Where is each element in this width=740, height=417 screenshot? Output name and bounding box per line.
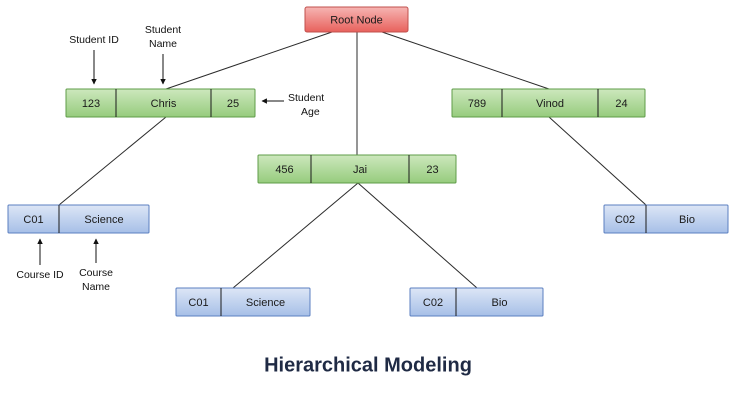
annotation-student-name: Student Name: [145, 24, 181, 85]
annotation-student-age-line1: Student: [288, 92, 324, 104]
edge-vinod-to-course-bio: [548, 116, 647, 206]
course-node-jai-bio-box[interactable]: [409, 287, 544, 317]
student-node-jai[interactable]: 456 Jai 23: [257, 154, 457, 184]
annotation-student-id-label: Student ID: [69, 34, 119, 46]
student-chris-age: 25: [227, 98, 239, 110]
student-vinod-age: 24: [615, 98, 627, 110]
annotation-student-name-line1: Student: [145, 24, 181, 36]
annotation-course-id: Course ID: [16, 238, 64, 281]
course-node-chris-science[interactable]: C01 Science: [7, 204, 150, 234]
annotation-student-age-line2: Age: [301, 106, 320, 118]
edge-root-to-vinod: [381, 31, 550, 90]
annotation-course-name: Course Name: [79, 238, 113, 293]
student-jai-name: Jai: [353, 164, 367, 176]
course-chris-science-code: C01: [23, 214, 43, 226]
annotation-student-name-line2: Name: [149, 38, 177, 50]
course-jai-bio-name: Bio: [492, 297, 508, 309]
course-node-vinod-bio-box[interactable]: [603, 204, 729, 234]
course-vinod-bio-name: Bio: [679, 214, 695, 226]
page-title: Hierarchical Modeling: [264, 354, 472, 376]
edge-jai-to-course-bio: [357, 182, 478, 289]
course-jai-bio-code: C02: [423, 297, 443, 309]
annotation-course-id-label: Course ID: [16, 269, 64, 281]
student-node-chris-box[interactable]: [65, 88, 256, 118]
student-jai-id: 456: [275, 164, 293, 176]
annotation-course-name-line2: Name: [82, 281, 110, 293]
student-jai-age: 23: [426, 164, 438, 176]
student-node-vinod[interactable]: 789 Vinod 24: [451, 88, 646, 118]
edge-chris-to-course-science: [58, 116, 167, 206]
student-node-vinod-box[interactable]: [451, 88, 646, 118]
course-chris-science-name: Science: [84, 214, 123, 226]
student-chris-id: 123: [82, 98, 100, 110]
edge-jai-to-course-science: [232, 182, 359, 289]
edge-root-to-chris: [165, 31, 333, 90]
course-node-jai-science-box[interactable]: [175, 287, 311, 317]
student-vinod-id: 789: [468, 98, 486, 110]
root-node-label: Root Node: [330, 14, 383, 26]
course-node-jai-science[interactable]: C01 Science: [175, 287, 311, 317]
course-jai-science-code: C01: [188, 297, 208, 309]
course-node-vinod-bio[interactable]: C02 Bio: [603, 204, 729, 234]
student-vinod-name: Vinod: [536, 98, 564, 110]
course-node-chris-science-box[interactable]: [7, 204, 150, 234]
course-jai-science-name: Science: [246, 297, 285, 309]
root-node[interactable]: Root Node: [304, 6, 409, 33]
student-node-jai-box[interactable]: [257, 154, 457, 184]
annotation-student-age: Student Age: [261, 92, 324, 118]
tree-edges: [58, 31, 647, 289]
annotation-student-id: Student ID: [69, 34, 119, 85]
student-chris-name: Chris: [151, 98, 177, 110]
student-node-chris[interactable]: 123 Chris 25: [65, 88, 256, 118]
course-vinod-bio-code: C02: [615, 214, 635, 226]
course-node-jai-bio[interactable]: C02 Bio: [409, 287, 544, 317]
annotation-course-name-line1: Course: [79, 267, 113, 279]
root-node-box[interactable]: [304, 6, 409, 33]
